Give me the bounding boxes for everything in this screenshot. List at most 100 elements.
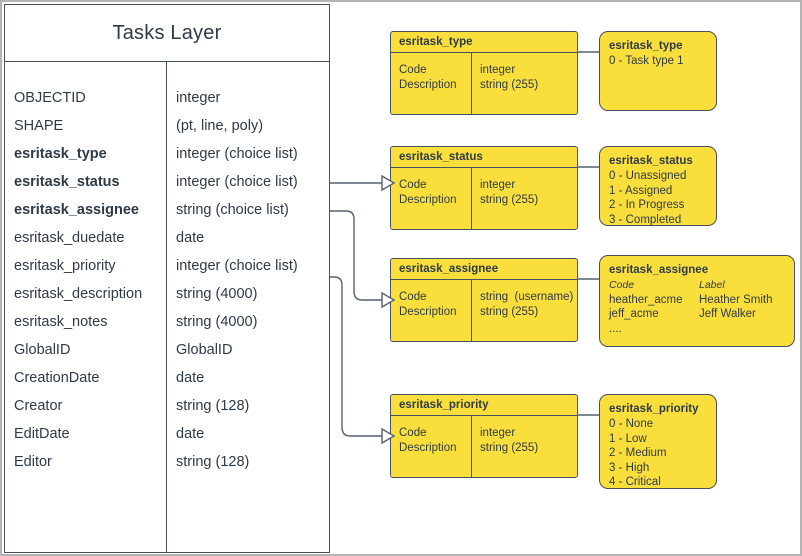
- domain-table-header: esritask_priority: [391, 395, 577, 416]
- value-list-item: jeff_acme Jeff Walker: [609, 307, 785, 322]
- value-box-title: esritask_status: [609, 155, 693, 167]
- value-code: jeff_acme: [609, 308, 659, 320]
- entity-field-name: GlobalID: [14, 342, 71, 358]
- value-list-item: 0 - None: [609, 418, 654, 430]
- domain-field: Code: [399, 64, 427, 76]
- value-list-item: 3 - Completed: [609, 213, 682, 226]
- entity-field-type: (pt, line, poly): [176, 118, 264, 134]
- domain-type: integer: [480, 64, 516, 76]
- entity-body: OBJECTID SHAPE esritask_type esritask_statu…: [5, 62, 329, 552]
- entity-field-name: esritask_duedate: [14, 230, 125, 246]
- domain-type-column: integer string (255): [472, 53, 577, 114]
- domain-table-esritask-type[interactable]: esritask_type Code Description integer s…: [390, 31, 578, 115]
- value-code: ....: [609, 322, 622, 335]
- value-col-headers: Code Label: [609, 278, 785, 293]
- domain-table-body: Code Description string (username) strin…: [391, 280, 577, 341]
- value-box-esritask-assignee[interactable]: esritask_assignee Code Label heather_acm…: [599, 255, 795, 347]
- value-list: 0 - None 1 - Low 2 - Medium 3 - High 4 - Cri…: [609, 417, 707, 490]
- domain-field: Description: [399, 79, 457, 91]
- entity-field-name: EditDate: [14, 426, 70, 442]
- value-box-title: esritask_type: [609, 40, 683, 52]
- domain-table-body: Code Description integer string (255): [391, 416, 577, 477]
- domain-type: integer: [480, 427, 516, 439]
- domain-field: Code: [399, 179, 427, 191]
- domain-table-esritask-status[interactable]: esritask_status Code Description integer…: [390, 146, 578, 230]
- entity-field-name: esritask_type: [14, 146, 107, 162]
- domain-field: Description: [399, 442, 457, 454]
- entity-field-type: date: [176, 426, 205, 442]
- entity-field-name: esritask_description: [14, 286, 143, 302]
- value-list: 0 - Unassigned 1 - Assigned 2 - In Progres…: [609, 169, 707, 227]
- value-list-item: heather_acme Heather Smith: [609, 293, 785, 308]
- value-list-item: 1 - Assigned: [609, 184, 673, 197]
- domain-type: string (255): [480, 79, 539, 91]
- entity-field-name: esritask_priority: [14, 258, 116, 274]
- entity-field-name: esritask_status: [14, 174, 120, 190]
- value-list-item: ....: [609, 322, 785, 337]
- value-box-title: esritask_assignee: [609, 264, 709, 276]
- domain-table-esritask-assignee[interactable]: esritask_assignee Code Description strin…: [390, 258, 578, 342]
- page-title: Tasks Layer: [5, 5, 329, 62]
- domain-table-header: esritask_status: [391, 147, 577, 168]
- value-box-esritask-type[interactable]: esritask_type 0 - Task type 1: [599, 31, 717, 111]
- entity-field-type: date: [176, 370, 205, 386]
- value-list: heather_acme Heather Smith jeff_acme Jeff W…: [609, 293, 785, 337]
- entity-field-type: date: [176, 230, 205, 246]
- value-box-esritask-status[interactable]: esritask_status 0 - Unassigned 1 - Assign…: [599, 146, 717, 226]
- domain-table-esritask-priority[interactable]: esritask_priority Code Description integ…: [390, 394, 578, 478]
- value-box-esritask-priority[interactable]: esritask_priority 0 - None 1 - Low 2 - Med…: [599, 394, 717, 489]
- entity-field-name: Creator: [14, 398, 63, 414]
- domain-field: Description: [399, 306, 457, 318]
- entity-field-name: OBJECTID: [14, 90, 86, 106]
- domain-type: string (255): [480, 442, 539, 454]
- value-list-item: 4 - Critical: [609, 476, 661, 488]
- domain-type-column: integer string (255): [472, 416, 577, 477]
- entity-field-name-column: OBJECTID SHAPE esritask_type esritask_statu…: [5, 62, 167, 552]
- entity-field-type: string (choice list): [176, 202, 289, 218]
- entity-field-type: integer: [176, 90, 221, 106]
- domain-field-column: Code Description: [391, 416, 472, 477]
- value-code: heather_acme: [609, 293, 683, 306]
- domain-table-body: Code Description integer string (255): [391, 53, 577, 114]
- value-box-title: esritask_priority: [609, 403, 699, 415]
- value-list-item: 2 - In Progress: [609, 199, 685, 211]
- entity-field-name: SHAPE: [14, 118, 64, 134]
- domain-table-header: esritask_assignee: [391, 259, 577, 280]
- domain-field: Code: [399, 427, 427, 439]
- entity-field-type: integer (choice list): [176, 174, 298, 190]
- domain-type-column: string (username) string (255): [472, 280, 577, 341]
- domain-type: integer: [480, 179, 516, 191]
- value-list-item: 2 - Medium: [609, 447, 667, 459]
- domain-field: Description: [399, 194, 457, 206]
- entity-field-type: string (128): [176, 454, 250, 470]
- domain-field-column: Code Description: [391, 280, 472, 341]
- domain-table-body: Code Description integer string (255): [391, 168, 577, 229]
- domain-type-column: integer string (255): [472, 168, 577, 229]
- domain-type: string (255): [480, 194, 539, 206]
- value-list-item: 0 - Task type 1: [609, 55, 684, 67]
- entity-field-type: string (4000): [176, 314, 258, 330]
- domain-table-header: esritask_type: [391, 32, 577, 53]
- entity-field-type: string (4000): [176, 286, 258, 302]
- value-label: Heather Smith: [699, 293, 773, 306]
- domain-type: string (255): [480, 306, 539, 318]
- value-list-item: 0 - Unassigned: [609, 170, 687, 182]
- entity-field-name: CreationDate: [14, 370, 100, 386]
- entity-field-type: GlobalID: [176, 342, 233, 358]
- value-list: 0 - Task type 1: [609, 54, 707, 69]
- entity-field-type: string (128): [176, 398, 250, 414]
- value-list-item: 1 - Low: [609, 432, 647, 445]
- value-list-item: 3 - High: [609, 461, 650, 474]
- domain-field-column: Code Description: [391, 53, 472, 114]
- value-label: Jeff Walker: [699, 308, 756, 320]
- domain-field: Code: [399, 291, 427, 303]
- entity-field-type-column: integer (pt, line, poly) integer (choice l…: [167, 62, 329, 552]
- domain-type: string (username): [480, 291, 574, 303]
- entity-field-name: esritask_assignee: [14, 202, 139, 218]
- domain-field-column: Code Description: [391, 168, 472, 229]
- value-col-header-code: Code: [609, 279, 635, 291]
- entity-field-name: Editor: [14, 454, 52, 470]
